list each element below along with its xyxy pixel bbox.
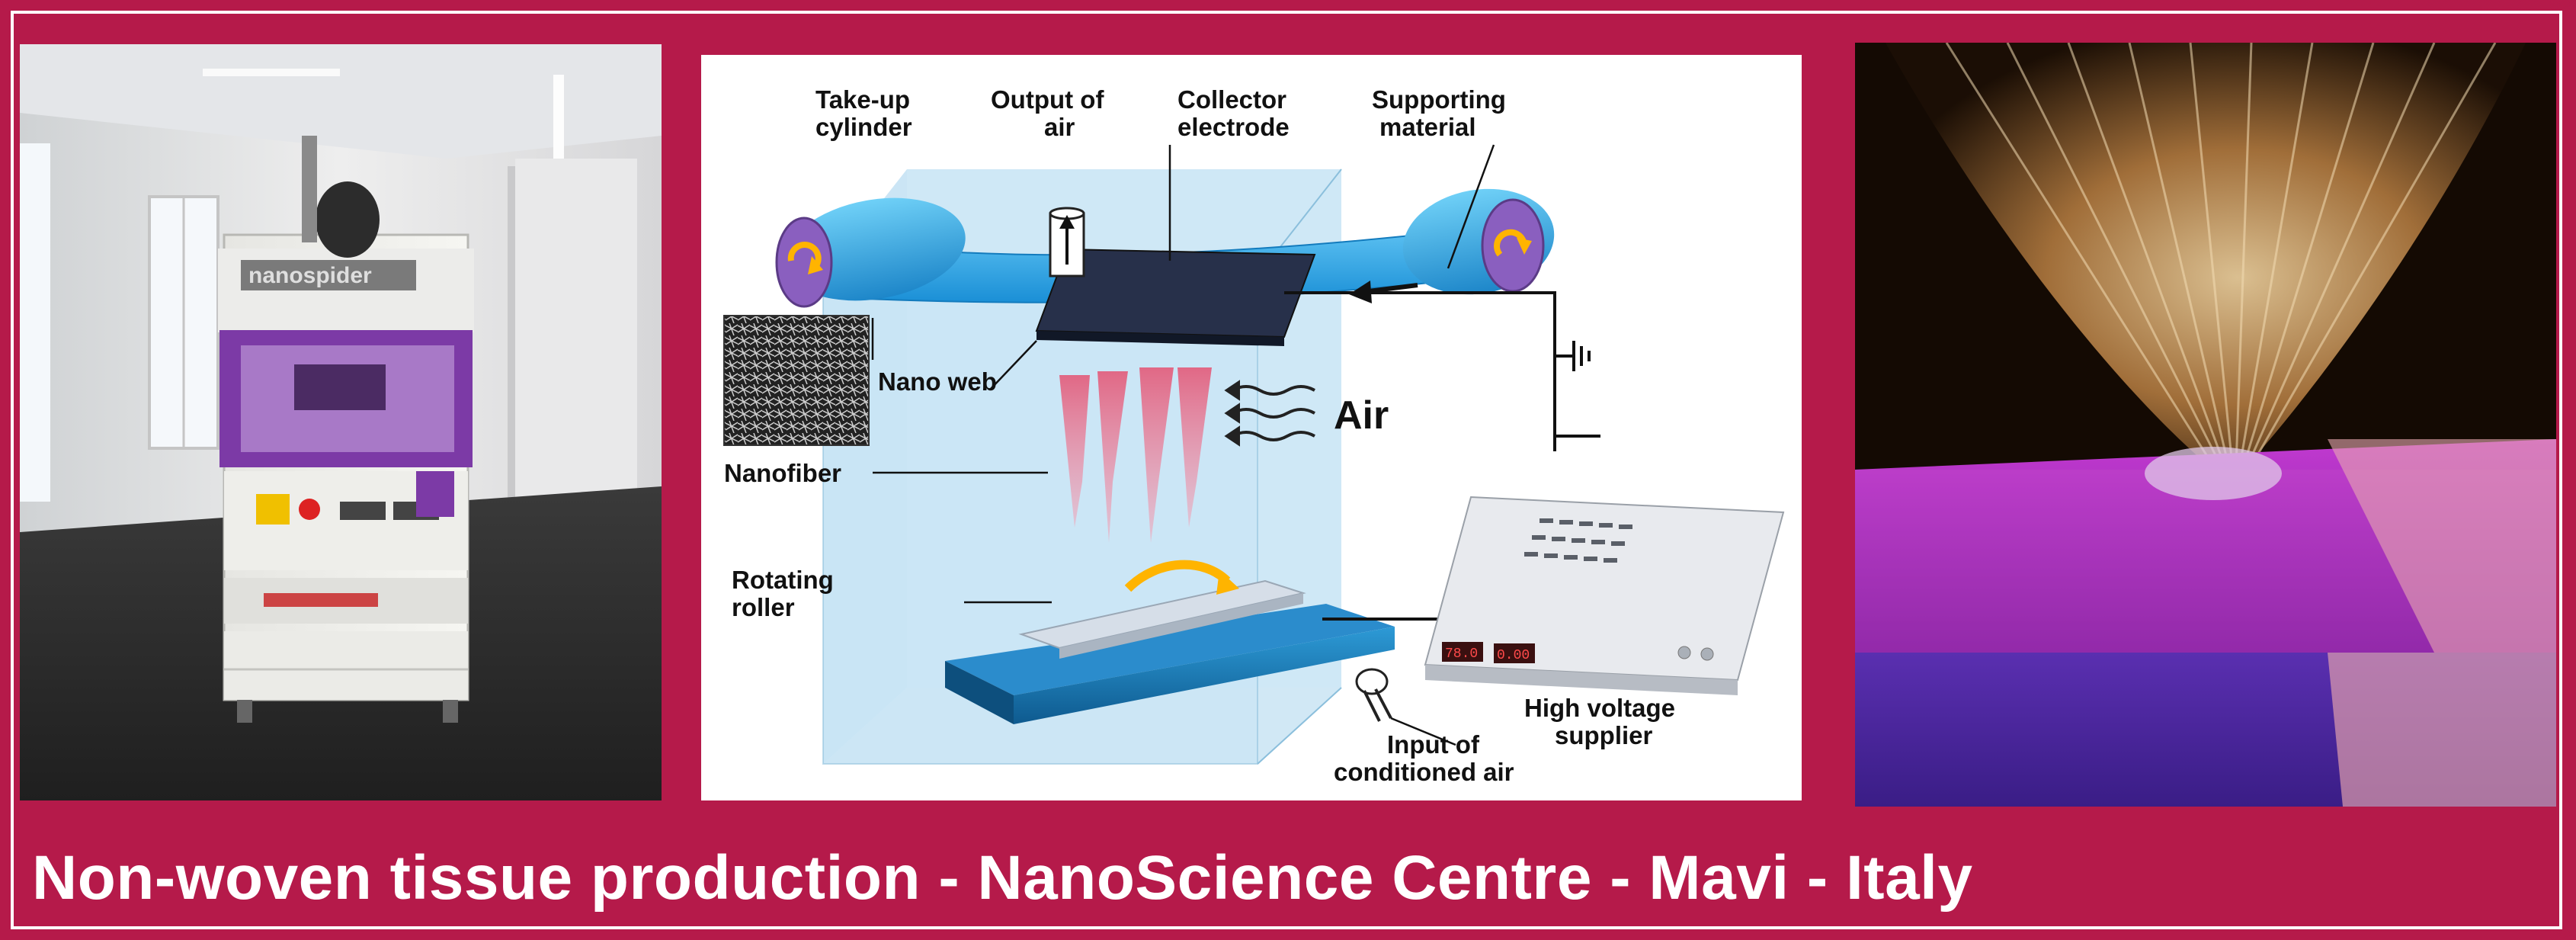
input-label-line1: Input of xyxy=(1387,730,1480,759)
nanofiber-jets xyxy=(1059,367,1212,543)
supporting-material-roll xyxy=(1402,188,1555,295)
nanofiber-sample-image xyxy=(723,315,870,446)
ground-symbol-icon xyxy=(1555,341,1591,371)
hv-display-2: 0.00 xyxy=(1497,648,1530,663)
diagram-labels: Take-up cylinder Output of air Collector… xyxy=(724,85,1675,786)
output-label-line2: air xyxy=(1044,113,1075,141)
leader-lines xyxy=(871,144,1495,746)
rotation-arrow-icon xyxy=(1494,229,1527,257)
takeup-label-line1: Take-up xyxy=(815,85,910,114)
rotation-arrow-icon xyxy=(787,242,822,269)
machine-logo-text: nanospider xyxy=(248,263,372,288)
air-flow-arrow-icon xyxy=(1224,380,1315,447)
collector-label-line2: electrode xyxy=(1177,113,1290,141)
air-input-nozzle xyxy=(1355,668,1392,722)
input-label-line2: conditioned air xyxy=(1334,758,1514,786)
air-output-pipe xyxy=(1049,207,1085,278)
high-voltage-supplier: 78.0 0.00 xyxy=(1424,496,1785,695)
machine-photo: nanospider xyxy=(20,44,662,800)
rotating-label-line1: Rotating xyxy=(732,566,834,594)
collector-label-line1: Collector xyxy=(1177,85,1286,114)
takeup-cylinder xyxy=(775,197,966,308)
rotation-arrow-icon xyxy=(1124,560,1231,592)
hv-label-line2: supplier xyxy=(1555,721,1653,749)
fiber-closeup-photo xyxy=(1855,43,2556,807)
hv-display-1: 78.0 xyxy=(1445,646,1478,662)
supporting-label-line2: material xyxy=(1379,113,1476,141)
collector-electrode xyxy=(1035,248,1316,346)
figure-caption: Non-woven tissue production - NanoScienc… xyxy=(32,843,1973,913)
output-label-line1: Output of xyxy=(991,85,1104,114)
rotating-roller-assembly xyxy=(945,560,1395,724)
nano-web-label: Nano web xyxy=(878,367,997,396)
takeup-label-line2: cylinder xyxy=(815,113,912,141)
nanofiber-label: Nanofiber xyxy=(724,459,841,487)
schematic-diagram: 78.0 0.00 xyxy=(701,55,1802,800)
hv-label-line1: High voltage xyxy=(1524,694,1675,722)
rotating-label-line2: roller xyxy=(732,593,795,621)
supporting-label-line1: Supporting xyxy=(1372,85,1506,114)
inner-border xyxy=(11,11,2562,929)
air-label: Air xyxy=(1334,393,1389,438)
